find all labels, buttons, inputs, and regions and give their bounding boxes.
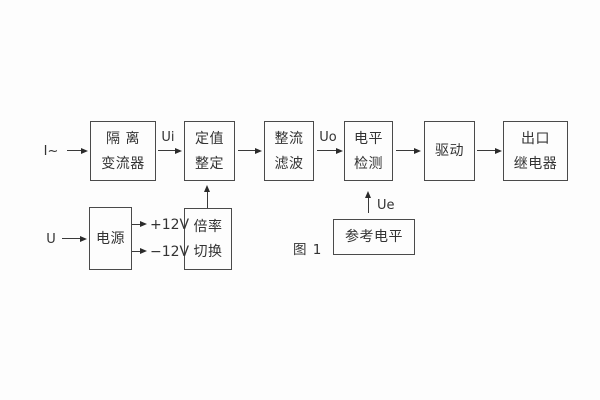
node-output-relay: 出口 继电器: [503, 121, 568, 181]
arrow-line: [396, 150, 414, 151]
arrow-line: [67, 150, 81, 151]
arrow-right-icon: [495, 148, 502, 154]
node-driver: 驱动: [424, 121, 475, 181]
node-label-line: 参考电平: [345, 229, 403, 245]
node-label-line: 电平: [354, 130, 383, 147]
arrow-line: [207, 191, 208, 208]
arrow-up-icon: [365, 191, 371, 198]
node-label-line: 滤波: [274, 155, 304, 172]
arrow-line: [368, 197, 369, 213]
node-label-line: 变流器: [101, 155, 145, 172]
node-rectifier-filter: 整流 滤波: [264, 121, 314, 181]
node-ratio-switch: 倍率 切换: [184, 208, 232, 270]
arrow-right-icon: [414, 148, 421, 154]
node-label-line: 驱动: [435, 143, 464, 159]
node-label-line: 出口: [521, 130, 550, 147]
label-input-voltage: U: [46, 232, 56, 247]
node-setting-adjust: 定值 整定: [184, 121, 235, 181]
label-signal-uo: Uo: [319, 130, 337, 145]
node-power-supply: 电源: [89, 207, 132, 270]
arrow-right-icon: [140, 221, 147, 227]
arrow-line: [132, 251, 140, 252]
node-label-line: 切换: [193, 243, 223, 260]
node-label-line: 倍率: [193, 218, 223, 235]
figure-caption: 图 1: [293, 242, 323, 258]
arrow-right-icon: [255, 148, 262, 154]
arrow-right-icon: [175, 148, 182, 154]
arrow-line: [62, 238, 80, 239]
label-minus-12v: −12V: [150, 244, 190, 260]
label-input-current: I~: [43, 144, 59, 159]
node-label-line: 整定: [195, 155, 224, 172]
node-label-line: 电源: [96, 230, 125, 247]
label-plus-12v: +12V: [150, 217, 190, 233]
arrow-right-icon: [336, 148, 343, 154]
node-label-line: 整流: [274, 130, 304, 147]
arrow-up-icon: [204, 185, 210, 192]
node-reference-level: 参考电平: [333, 219, 415, 255]
arrow-right-icon: [140, 248, 147, 254]
arrow-right-icon: [80, 236, 87, 242]
label-signal-ue: Ue: [377, 198, 395, 213]
arrow-line: [132, 224, 140, 225]
label-signal-ui: Ui: [161, 130, 175, 145]
node-label-line: 检测: [354, 155, 383, 172]
arrow-line: [477, 150, 495, 151]
arrow-line: [238, 150, 255, 151]
node-label-line: 隔 离: [106, 130, 140, 147]
node-level-detect: 电平 检测: [344, 121, 393, 181]
arrow-right-icon: [81, 148, 88, 154]
node-isolation-transformer: 隔 离 变流器: [90, 121, 156, 181]
node-label-line: 继电器: [513, 155, 558, 172]
arrow-line: [158, 150, 175, 151]
node-label-line: 定值: [195, 130, 224, 147]
arrow-line: [317, 150, 336, 151]
